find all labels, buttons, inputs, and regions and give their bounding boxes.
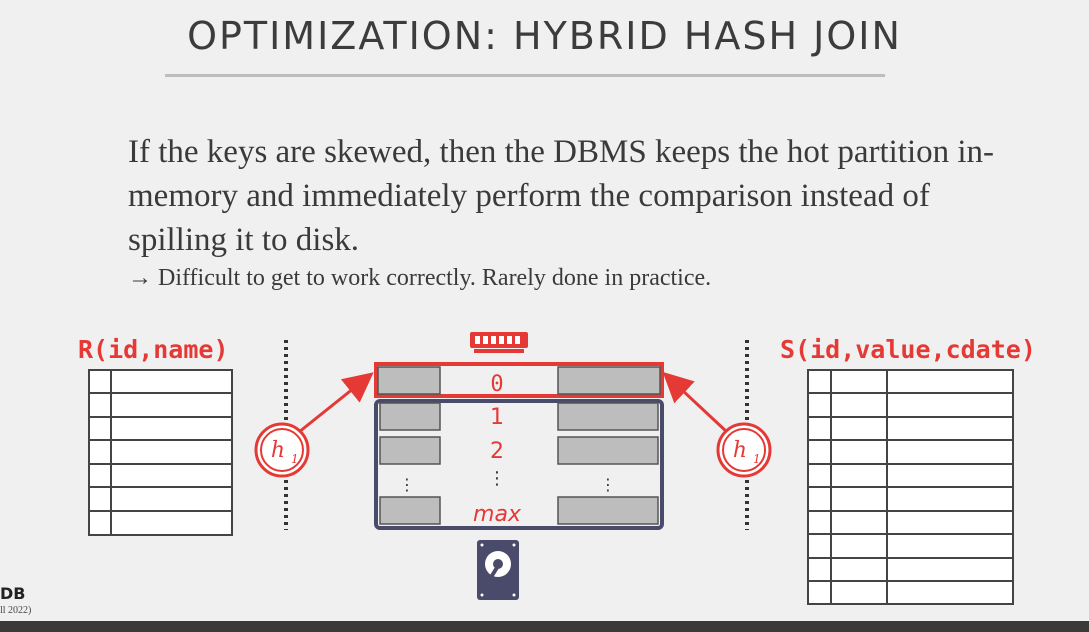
bucket-label-0: 0 (490, 372, 503, 397)
title-underline (165, 74, 885, 77)
ram-chip-icon (470, 332, 528, 353)
right-hash-function: h 1 (716, 422, 772, 478)
left-hash-function: h 1 (254, 422, 310, 478)
bucket-1-left (379, 402, 441, 431)
bucket-max-right (557, 496, 659, 525)
left-hash-symbol: h (271, 438, 285, 463)
bucket-label-2: 2 (490, 439, 504, 464)
course-logo: DB (0, 584, 26, 603)
right-table (807, 369, 1014, 605)
body-sub-bullet: → Difficult to get to work correctly. Ra… (128, 265, 712, 291)
left-hash-subscript: 1 (291, 452, 299, 466)
bucket-label-max: max (473, 502, 522, 527)
slide-title: OPTIMIZATION: HYBRID HASH JOIN (187, 14, 902, 58)
left-arrow (298, 372, 374, 434)
bottom-bar (0, 621, 1089, 632)
right-hash-subscript: 1 (753, 452, 761, 466)
left-table-label: R(id,name) (78, 335, 229, 364)
bucket-0-right (557, 366, 661, 395)
body-main-text: If the keys are skewed, then the DBMS ke… (128, 134, 995, 258)
left-table (88, 369, 233, 536)
bucket-label-1: 1 (490, 405, 504, 430)
hard-drive-icon (477, 540, 519, 600)
right-hash-symbol: h (733, 438, 747, 463)
bucket-2-right (557, 436, 659, 465)
ellipsis-left: ⋮ (399, 475, 415, 494)
bucket-2-left (379, 436, 441, 465)
bucket-0-left (377, 366, 441, 395)
right-arrow (662, 371, 729, 434)
ellipsis-right: ⋮ (600, 475, 616, 494)
bucket-max-left (379, 496, 441, 525)
right-table-label: S(id,value,cdate) (780, 335, 1036, 364)
slide-body: If the keys are skewed, then the DBMS ke… (128, 130, 1008, 294)
bucket-label-ellipsis: ⋮ (488, 468, 506, 489)
bucket-1-right (557, 402, 659, 431)
course-semester: ll 2022) (0, 605, 32, 616)
